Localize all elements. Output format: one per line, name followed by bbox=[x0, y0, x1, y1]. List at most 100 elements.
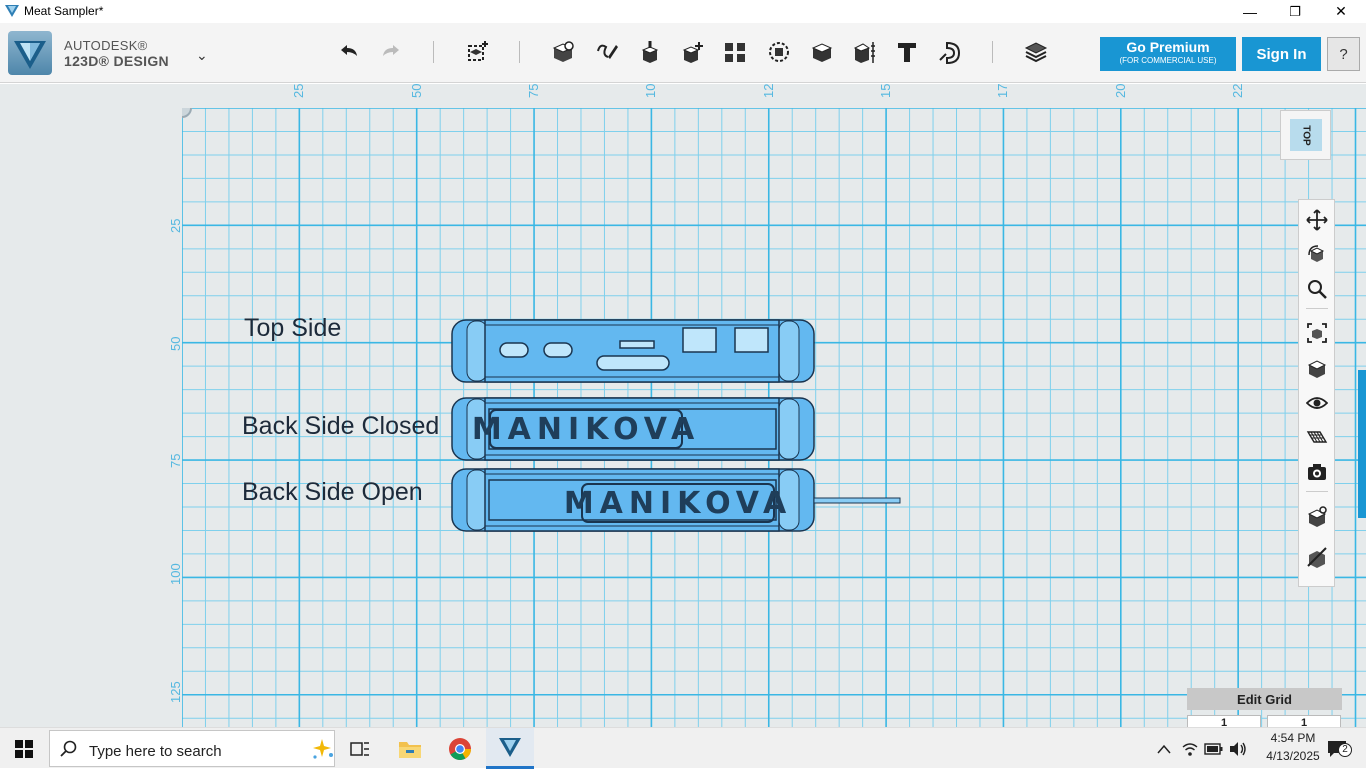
origin-marker bbox=[182, 108, 192, 118]
text-icon[interactable] bbox=[890, 35, 924, 69]
outline-icon[interactable] bbox=[1305, 545, 1329, 569]
part-end-cap-right bbox=[778, 398, 800, 460]
sign-in-button[interactable]: Sign In bbox=[1242, 37, 1321, 71]
help-button[interactable]: ? bbox=[1327, 37, 1360, 71]
ruler-y-label: 100 bbox=[168, 563, 183, 586]
part-end-cap-left bbox=[466, 469, 488, 531]
transform-icon[interactable] bbox=[461, 35, 495, 69]
snap-icon[interactable] bbox=[933, 35, 967, 69]
part-back-side-closed[interactable]: MANIKOVA bbox=[451, 397, 815, 461]
nav-separator bbox=[1306, 308, 1328, 309]
sketch-icon[interactable] bbox=[590, 35, 624, 69]
grid-x-field[interactable]: 1 bbox=[1187, 715, 1261, 727]
part-nameplate bbox=[581, 483, 775, 523]
label-back-side-closed: Back Side Closed bbox=[242, 412, 440, 440]
ruler-x-label: 75 bbox=[526, 84, 542, 98]
ruler-x-label: 225 bbox=[1230, 84, 1246, 98]
screenshot-icon[interactable] bbox=[1305, 460, 1329, 484]
edit-grid-button[interactable]: Edit Grid bbox=[1187, 688, 1342, 710]
toolbar-separator bbox=[519, 41, 520, 63]
minimize-button[interactable]: — bbox=[1243, 3, 1257, 20]
fit-icon[interactable] bbox=[1305, 321, 1329, 345]
folder-icon bbox=[399, 741, 421, 758]
part-engraving-text: MANIKOVA bbox=[472, 412, 700, 447]
network-icon[interactable] bbox=[1178, 728, 1202, 769]
visibility-icon[interactable] bbox=[1305, 391, 1329, 415]
chrome-icon bbox=[449, 737, 471, 760]
123d-design-icon bbox=[499, 738, 521, 757]
part-slot bbox=[596, 355, 670, 371]
go-premium-button[interactable]: Go Premium (FOR COMMERCIAL USE) bbox=[1100, 37, 1236, 71]
taskbar: Type here to search 4:54 PM 4/13/2025 2 bbox=[0, 727, 1366, 769]
taskbar-search[interactable]: Type here to search bbox=[49, 730, 335, 767]
go-premium-sublabel: (FOR COMMERCIAL USE) bbox=[1119, 56, 1217, 65]
notifications-button[interactable]: 2 bbox=[1320, 728, 1354, 769]
ruler-y-label: 125 bbox=[168, 681, 183, 703]
clock-date[interactable]: 4/13/2025 bbox=[1266, 749, 1320, 763]
volume-icon[interactable] bbox=[1226, 728, 1250, 769]
grid-y-field[interactable]: 1 bbox=[1267, 715, 1341, 727]
grouping-icon[interactable] bbox=[762, 35, 796, 69]
chevron-down-icon[interactable]: ⌄ bbox=[196, 47, 208, 63]
view-cube-face-top[interactable]: TOP bbox=[1290, 119, 1322, 151]
ruler-x-label: 125 bbox=[760, 84, 776, 98]
pattern-icon[interactable] bbox=[718, 35, 752, 69]
zoom-icon[interactable] bbox=[1305, 277, 1329, 301]
app-menu-button[interactable] bbox=[8, 31, 52, 75]
material-icon[interactable] bbox=[1019, 35, 1053, 69]
close-button[interactable]: ✕ bbox=[1335, 3, 1347, 19]
search-input[interactable]: Type here to search bbox=[89, 743, 222, 760]
part-slot bbox=[619, 340, 655, 349]
brand-logo-icon bbox=[14, 41, 46, 69]
123d-design-taskbar-button[interactable] bbox=[486, 728, 534, 769]
grid-visibility-icon[interactable] bbox=[1305, 425, 1329, 449]
view-icon[interactable] bbox=[1305, 356, 1329, 380]
part-end-cap-right bbox=[778, 320, 800, 382]
clock-time[interactable]: 4:54 PM bbox=[1270, 731, 1316, 745]
task-view-button[interactable] bbox=[336, 728, 384, 769]
part-end-cap-left bbox=[466, 320, 488, 382]
orbit-icon[interactable] bbox=[1305, 242, 1329, 266]
primitives-icon[interactable] bbox=[546, 35, 580, 69]
part-top-side[interactable] bbox=[451, 319, 815, 383]
windows-icon bbox=[15, 739, 33, 758]
brand-name-bottom: 123D® DESIGN bbox=[64, 53, 169, 69]
undo-icon[interactable] bbox=[332, 35, 366, 69]
part-window bbox=[734, 327, 769, 353]
pan-icon[interactable] bbox=[1305, 208, 1329, 232]
task-view-icon bbox=[350, 741, 369, 756]
ruler-x-label: 150 bbox=[878, 84, 894, 98]
nav-separator bbox=[1306, 491, 1328, 492]
main-toolbar: AUTODESK® 123D® DESIGN ⌄ bbox=[0, 23, 1366, 83]
maximize-button[interactable]: ❐ bbox=[1289, 3, 1301, 19]
material-view-icon[interactable] bbox=[1305, 504, 1329, 528]
chrome-button[interactable] bbox=[436, 728, 484, 769]
part-slot bbox=[499, 342, 529, 358]
navigation-bar bbox=[1298, 199, 1335, 587]
title-bar: Meat Sampler* — ❐ ✕ bbox=[0, 0, 1366, 23]
go-premium-label: Go Premium bbox=[1126, 39, 1210, 55]
construct-icon[interactable] bbox=[633, 35, 667, 69]
copilot-sparkle-icon bbox=[313, 739, 333, 759]
ruler-x-label: 100 bbox=[643, 84, 659, 98]
tray-overflow-icon[interactable] bbox=[1154, 728, 1174, 769]
part-nameplate bbox=[489, 409, 683, 449]
part-pin bbox=[813, 497, 901, 504]
part-back-side-open[interactable]: MANIKOVA bbox=[451, 468, 901, 532]
combine-icon[interactable] bbox=[805, 35, 839, 69]
ruler-y-label: 25 bbox=[168, 218, 183, 234]
grid-canvas[interactable]: MANIKOVA MANIKOVA bbox=[182, 108, 1366, 727]
modify-icon[interactable] bbox=[676, 35, 710, 69]
side-panel-toggle[interactable] bbox=[1358, 370, 1366, 518]
measure-icon[interactable] bbox=[848, 35, 882, 69]
ruler-y-label: 75 bbox=[168, 453, 183, 469]
file-explorer-button[interactable] bbox=[386, 728, 434, 769]
view-cube[interactable]: TOP bbox=[1280, 110, 1331, 160]
battery-icon[interactable] bbox=[1202, 728, 1226, 769]
label-back-side-open: Back Side Open bbox=[242, 478, 423, 506]
start-button[interactable] bbox=[0, 728, 48, 769]
ruler-x-label: 25 bbox=[291, 84, 307, 98]
redo-icon[interactable] bbox=[374, 35, 408, 69]
search-icon bbox=[60, 740, 77, 757]
